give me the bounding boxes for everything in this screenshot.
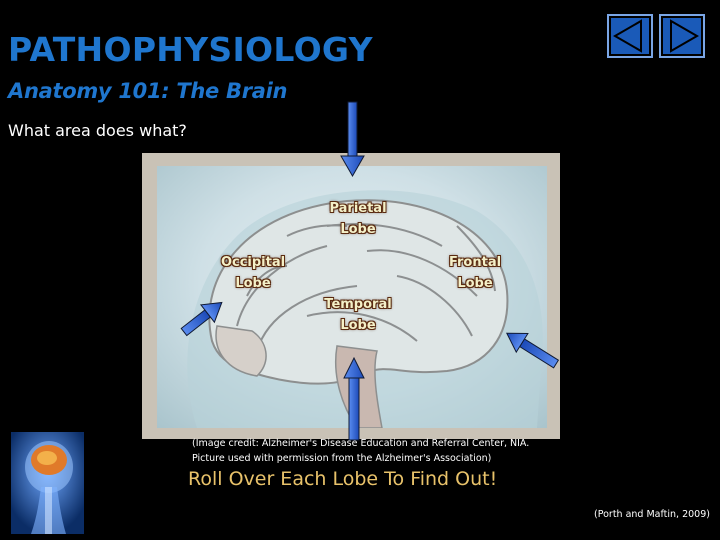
lobe-suffix: Lobe (340, 222, 376, 237)
parietal-lobe-label[interactable]: Parietal Lobe (318, 198, 398, 240)
arrow-up-icon (343, 356, 365, 441)
credit-line: (Image credit: Alzheimer's Disease Educa… (192, 438, 530, 449)
lobe-name: Occipital (220, 255, 286, 270)
image-credit: (Image credit: Alzheimer's Disease Educa… (192, 436, 572, 466)
lobe-name: Frontal (448, 255, 502, 270)
occipital-lobe-label[interactable]: Occipital Lobe (213, 252, 293, 294)
rollover-instruction: Roll Over Each Lobe To Find Out! (188, 468, 498, 490)
brain-illustration (187, 190, 543, 428)
xray-head-illustration (11, 432, 84, 534)
next-triangle-icon (670, 19, 700, 53)
brain-diagram-image (157, 166, 547, 428)
lobe-suffix: Lobe (235, 276, 271, 291)
xray-head-image (11, 432, 84, 534)
lobe-name: Temporal (324, 297, 392, 312)
lobe-name: Parietal (329, 201, 387, 216)
arrow-diagonal-left-icon (180, 301, 223, 337)
credit-line: Picture used with permission from the Al… (192, 453, 492, 464)
arrow-diagonal-right-icon (506, 332, 560, 369)
lobe-suffix: Lobe (340, 318, 376, 333)
temporal-lobe-label[interactable]: Temporal Lobe (312, 294, 404, 336)
citation-text: (Porth and Maftin, 2009) (594, 509, 710, 520)
question-text: What area does what? (8, 121, 187, 140)
previous-slide-button[interactable] (607, 14, 653, 58)
next-slide-button[interactable] (659, 14, 705, 58)
arrow-down-icon (340, 101, 365, 178)
lobe-suffix: Lobe (457, 276, 493, 291)
page-subtitle: Anatomy 101: The Brain (8, 79, 288, 103)
frontal-lobe-label[interactable]: Frontal Lobe (436, 252, 514, 294)
page-title: PATHOPHYSIOLOGY (8, 30, 373, 69)
previous-triangle-icon (612, 19, 642, 53)
